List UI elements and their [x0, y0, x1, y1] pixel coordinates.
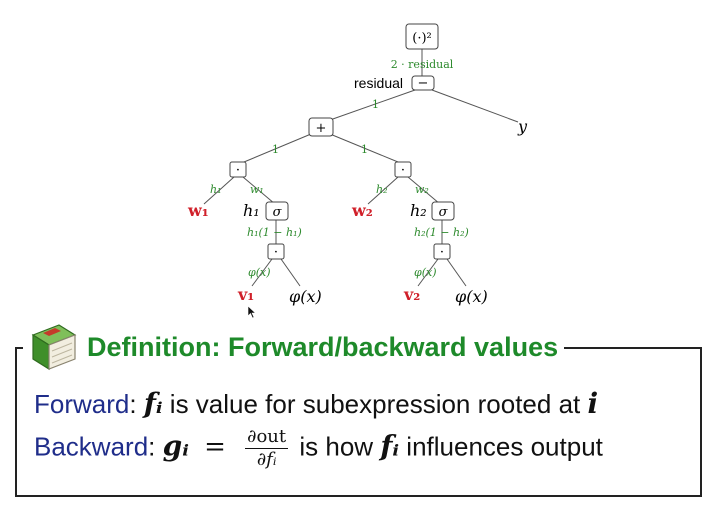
- svg-text:+: +: [316, 121, 327, 136]
- node-dot-right: ·: [394, 161, 412, 178]
- svg-text:−: −: [418, 76, 429, 91]
- graph-edges: [203, 49, 519, 287]
- forward-symbol: fᵢ: [143, 387, 163, 420]
- fraction-numerator: ∂out: [245, 426, 289, 449]
- node-sigma-left: σ: [265, 201, 289, 221]
- computation-graph: (·)² − + · · σ σ · · residual y w₁ h₁ w₂…: [187, 23, 528, 306]
- partial-fraction: ∂out ∂fᵢ: [245, 426, 289, 471]
- equals-sign: =: [204, 432, 226, 463]
- definition-title: Definition: Forward/backward values: [87, 331, 559, 362]
- node-sigma-right: σ: [431, 201, 455, 221]
- edge-label-phi-right: φ(x): [414, 266, 437, 279]
- fraction-denominator: ∂fᵢ: [256, 449, 277, 470]
- node-dot-lower-right: ·: [433, 243, 451, 260]
- book-icon: [31, 324, 77, 371]
- backward-line: Backward: gᵢ = ∂out ∂fᵢ is how fᵢ influe…: [34, 426, 603, 471]
- node-square: (·)²: [405, 23, 439, 50]
- backward-text-1: is how: [299, 431, 374, 462]
- edge-label-h1-deriv: h₁(1 − h₁): [247, 226, 302, 239]
- svg-text:σ: σ: [273, 205, 283, 220]
- backward-symbol-2: fᵢ: [380, 429, 400, 463]
- svg-text:(·)²: (·)²: [412, 31, 432, 46]
- svg-text:·: ·: [440, 245, 444, 260]
- leaf-w1: w₁: [187, 201, 209, 220]
- node-minus: −: [411, 75, 435, 91]
- edge-label-w2: w₂: [415, 183, 429, 196]
- svg-text:·: ·: [401, 163, 405, 178]
- definition-header: Definition: Forward/backward values: [23, 319, 565, 375]
- edge-label-h2-deriv: h₂(1 − h₂): [414, 226, 469, 239]
- node-plus: +: [308, 117, 334, 137]
- backward-symbol: gᵢ: [162, 429, 189, 463]
- node-dot-left: ·: [229, 161, 247, 178]
- forward-index: i: [587, 387, 599, 420]
- edge-label-w1: w₁: [250, 183, 264, 196]
- edge-label-phi-left: φ(x): [248, 266, 271, 279]
- label-h1: h₁: [243, 201, 260, 220]
- leaf-y: y: [517, 117, 528, 136]
- svg-text:·: ·: [274, 245, 278, 260]
- label-h2: h₂: [410, 201, 427, 220]
- backward-text-2: influences output: [406, 431, 603, 462]
- leaf-phi-right: φ(x): [455, 287, 488, 306]
- edge-label-h1: h₁: [210, 183, 222, 196]
- svg-text:·: ·: [236, 163, 240, 178]
- node-dot-lower-left: ·: [267, 243, 285, 260]
- leaf-phi-left: φ(x): [289, 287, 322, 306]
- label-residual: residual: [354, 75, 403, 91]
- leaf-v2: v₂: [403, 285, 420, 304]
- backward-label: Backward: [34, 431, 149, 462]
- edge-label-two-residual: 2 · residual: [391, 58, 454, 71]
- forward-text: is value for subexpression rooted at: [169, 389, 581, 419]
- edge-label-h2: h₂: [376, 183, 388, 196]
- edge-label-plus-left: 1: [272, 143, 279, 156]
- edge-label-plus-right: 1: [361, 143, 368, 156]
- leaf-v1: v₁: [237, 285, 254, 304]
- forward-label: Forward: [34, 389, 130, 419]
- forward-line: Forward: fᵢ is value for subexpression r…: [34, 387, 599, 420]
- leaf-w2: w₂: [351, 201, 373, 220]
- svg-text:σ: σ: [439, 205, 449, 220]
- cursor-icon: [247, 305, 257, 319]
- edge-label-minus-plus: 1: [372, 98, 379, 111]
